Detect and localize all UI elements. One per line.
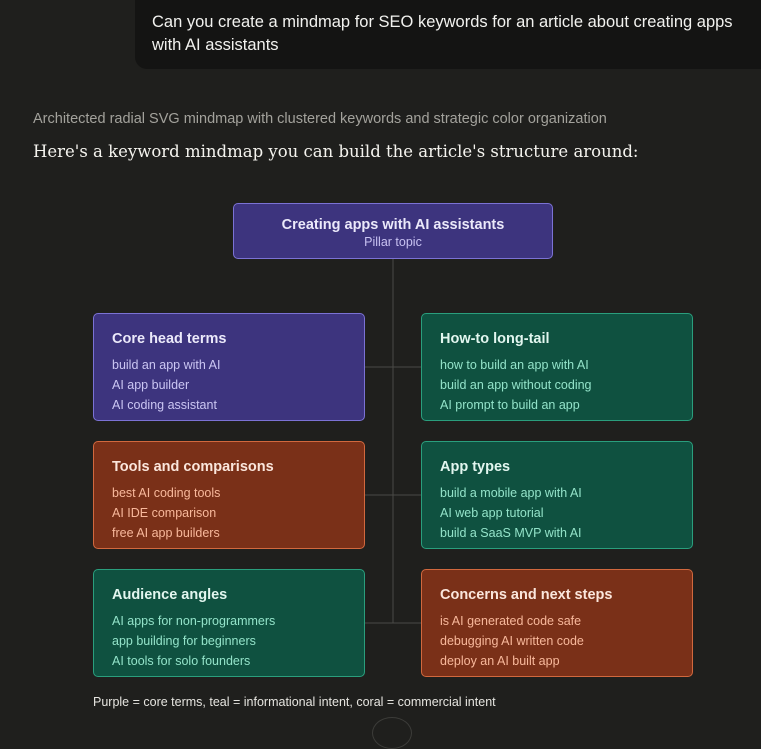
- keyword-item: debugging AI written code: [440, 634, 584, 648]
- card-title: How-to long-tail: [440, 331, 550, 347]
- card-title: Audience angles: [112, 587, 228, 603]
- card-title: Tools and comparisons: [112, 459, 274, 475]
- keyword-item: AI app builder: [112, 378, 190, 392]
- user-message-line-1: Can you create a mindmap for SEO keyword…: [152, 13, 733, 31]
- keyword-item: how to build an app with AI: [440, 358, 589, 372]
- card-title: Concerns and next steps: [440, 587, 613, 603]
- scroll-down-button[interactable]: [372, 717, 412, 749]
- mindmap-connectors: [365, 259, 421, 624]
- pillar-title: Creating apps with AI assistants: [281, 217, 505, 233]
- user-message-line-2: with AI assistants: [152, 36, 279, 54]
- keyword-item: app building for beginners: [112, 634, 256, 648]
- user-message-bubble: Can you create a mindmap for SEO keyword…: [135, 0, 761, 69]
- card-tools-and-comparisons: Tools and comparisons best AI coding too…: [93, 441, 365, 549]
- keyword-item: deploy an AI built app: [440, 654, 560, 668]
- keyword-item: AI IDE comparison: [112, 506, 217, 520]
- keyword-item: free AI app builders: [112, 526, 220, 540]
- keyword-item: AI web app tutorial: [440, 506, 544, 520]
- keyword-item: AI tools for solo founders: [112, 654, 251, 668]
- response-intro: Here's a keyword mindmap you can build t…: [33, 142, 639, 161]
- keyword-item: AI apps for non-programmers: [112, 614, 276, 628]
- keyword-item: AI prompt to build an app: [440, 398, 580, 412]
- keyword-item: build an app with AI: [112, 358, 221, 372]
- card-app-types: App types build a mobile app with AI AI …: [421, 441, 693, 549]
- thinking-summary[interactable]: Architected radial SVG mindmap with clus…: [33, 111, 607, 127]
- keyword-item: build a mobile app with AI: [440, 486, 582, 500]
- pillar-subtitle: Pillar topic: [364, 235, 422, 249]
- keyword-item: is AI generated code safe: [440, 614, 582, 628]
- color-legend: Purple = core terms, teal = informationa…: [93, 695, 496, 709]
- card-core-head-terms: Core head terms build an app with AI AI …: [93, 313, 365, 421]
- keyword-item: build a SaaS MVP with AI: [440, 526, 582, 540]
- keyword-item: AI coding assistant: [112, 398, 217, 412]
- card-how-to-long-tail: How-to long-tail how to build an app wit…: [421, 313, 693, 421]
- card-concerns-and-next-steps: Concerns and next steps is AI generated …: [421, 569, 693, 677]
- pillar-topic-node: Creating apps with AI assistants Pillar …: [233, 203, 553, 259]
- card-audience-angles: Audience angles AI apps for non-programm…: [93, 569, 365, 677]
- keyword-item: build an app without coding: [440, 378, 592, 392]
- card-title: App types: [440, 459, 511, 475]
- keyword-item: best AI coding tools: [112, 486, 221, 500]
- card-title: Core head terms: [112, 331, 227, 347]
